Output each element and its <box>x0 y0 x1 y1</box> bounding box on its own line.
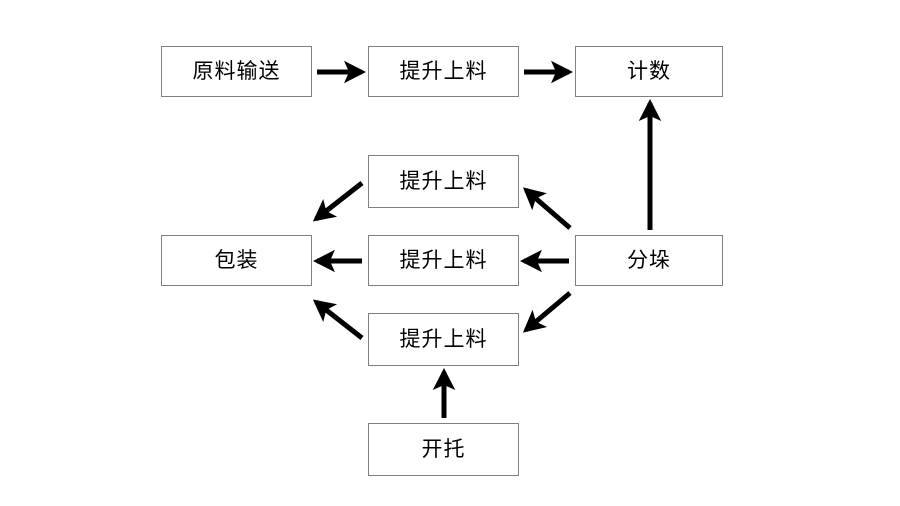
node-packaging[interactable]: 包装 <box>161 235 312 286</box>
node-lift-feeding-upper[interactable]: 提升上料 <box>368 155 519 208</box>
node-label: 开托 <box>421 437 466 461</box>
arrow-edge-depal-to-lift-lower <box>522 291 572 333</box>
node-depalletizing[interactable]: 分垛 <box>575 235 723 286</box>
node-label: 提升上料 <box>399 59 488 83</box>
edges-group <box>312 60 662 418</box>
arrow-edge-lift-upper-to-packaging <box>312 181 364 222</box>
node-lift-feeding-lower[interactable]: 提升上料 <box>368 313 519 366</box>
arrow-edge-lift-lower-to-packaging <box>312 299 364 340</box>
node-label: 包装 <box>214 248 259 272</box>
arrow-edge-depal-to-lift-upper <box>522 187 572 230</box>
node-label: 原料输送 <box>192 59 281 83</box>
node-label: 分垛 <box>627 248 671 272</box>
node-lift-feeding-top[interactable]: 提升上料 <box>368 46 519 97</box>
node-counting[interactable]: 计数 <box>575 46 723 97</box>
node-label: 提升上料 <box>399 169 488 193</box>
node-lift-feeding-middle[interactable]: 提升上料 <box>368 235 519 286</box>
node-label: 提升上料 <box>399 248 488 272</box>
node-pallet-opening[interactable]: 开托 <box>368 423 519 476</box>
node-raw-material-conveying[interactable]: 原料输送 <box>161 46 312 97</box>
node-label: 计数 <box>627 59 671 83</box>
node-label: 提升上料 <box>399 327 488 351</box>
